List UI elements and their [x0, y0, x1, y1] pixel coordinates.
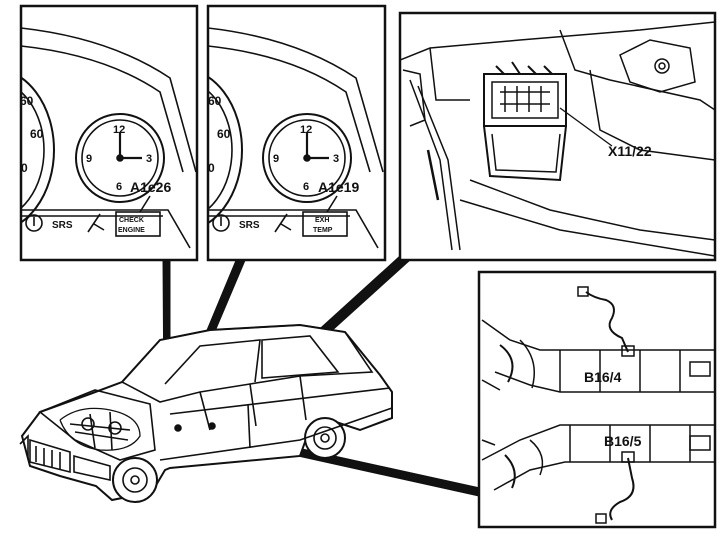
cluster-panel-left: 60 60 0 12 9 3 6 A1e26 SRS CHECK ENGINE — [19, 4, 199, 262]
gauge-number: 60 — [208, 94, 222, 108]
cluster-panel-middle: 60 60 0 12 9 3 6 A1e19 SRS EXH TEMP — [206, 4, 387, 262]
car-illustration — [19, 323, 393, 503]
gauge-number: 0 — [208, 161, 215, 175]
callout-x11-22: X11/22 — [608, 143, 652, 159]
gauge-number: 60 — [20, 94, 34, 108]
clock-number: 9 — [86, 153, 92, 165]
callout-b16-4: B16/4 — [584, 369, 622, 385]
srs-label: SRS — [52, 220, 73, 231]
callout-a1e19: A1e19 — [318, 179, 359, 195]
clock-number: 9 — [273, 153, 279, 165]
gauge-number: 60 — [217, 127, 231, 141]
clock-number: 6 — [303, 181, 309, 193]
warning-lamp-line2: ENGINE — [118, 227, 145, 234]
clock-number: 3 — [146, 153, 152, 165]
callout-a1e26: A1e26 — [130, 179, 171, 195]
srs-label: SRS — [239, 220, 260, 231]
sensor-panel: B16/4 B16/5 — [477, 270, 717, 529]
callout-b16-5: B16/5 — [604, 433, 642, 449]
gauge-number: 60 — [30, 127, 44, 141]
clock-number: 3 — [333, 153, 339, 165]
warning-lamp-line1: CHECK — [119, 217, 144, 224]
warning-lamp-line2: TEMP — [313, 227, 333, 234]
connector-panel: X11/22 — [398, 11, 717, 262]
gauge-number: 0 — [21, 161, 28, 175]
warning-lamp-line1: EXH — [315, 217, 329, 224]
clock-number: 12 — [300, 124, 312, 136]
clock-number: 12 — [113, 124, 125, 136]
clock-number: 6 — [116, 181, 122, 193]
